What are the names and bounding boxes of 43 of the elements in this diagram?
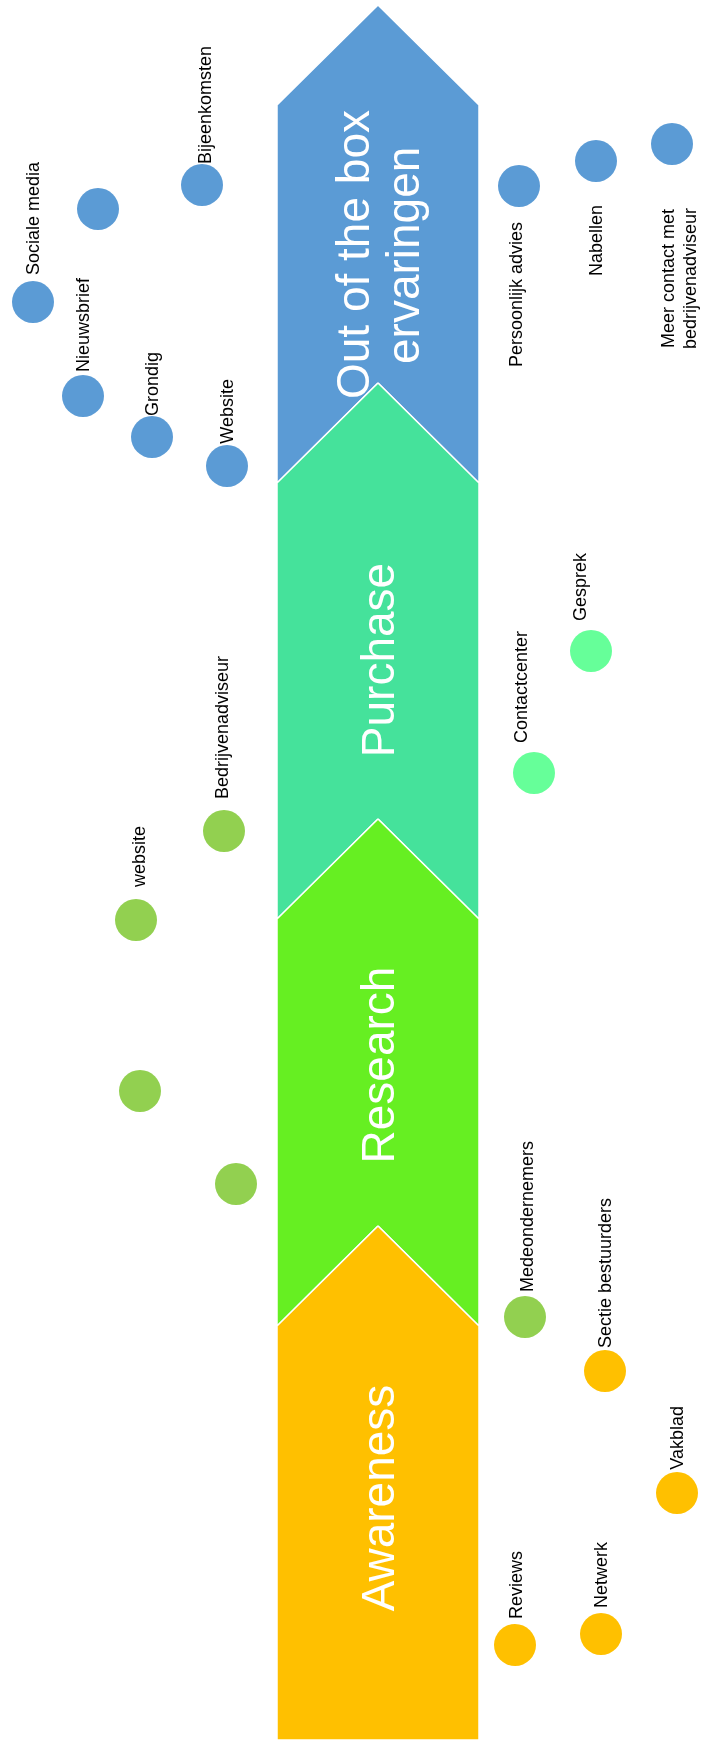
dot-marker [131,416,173,458]
dot-marker [62,375,104,417]
dot-marker [12,281,54,323]
dot-marker [651,123,693,165]
dot-label: Bijeenkomsten [194,45,216,164]
dot-marker [119,1070,161,1112]
dot-label: Nabellen [585,205,607,277]
dot-marker [504,1296,546,1338]
dot-marker [570,630,612,672]
stage-label: Purchase [353,562,403,758]
dot-marker [494,1624,536,1666]
stage-label: Research [353,966,403,1164]
dot-marker [580,1613,622,1655]
dot-marker [584,1350,626,1392]
dot-label: Website [216,379,238,444]
dot-marker [181,164,223,206]
dot-label: Gesprek [569,552,591,621]
dot-marker [575,140,617,182]
dot-label: Persoonlijk advies [505,222,527,368]
dot-marker [115,899,157,941]
dot-marker [206,445,248,487]
dot-marker [215,1163,257,1205]
dot-label: Sociale media [22,161,44,275]
dot-marker [498,165,540,207]
dot-label: Sectie bestuurders [594,1197,616,1348]
chevron-segment [277,819,479,1326]
dot-label: Reviews [505,1550,527,1619]
dot-label: Vakblad [666,1406,688,1470]
stage-label: Out of the box ervaringen [328,109,428,402]
dot-label: Nieuwsbrief [72,277,94,372]
dot-marker [513,752,555,794]
stage-label: Awareness [353,1384,403,1612]
dot-label: Bedrijvenadviseur [211,655,233,799]
dot-label: Grondig [141,351,163,416]
dot-label: Netwerk [590,1542,612,1608]
dot-marker [77,188,119,230]
dot-label: Medeondernemers [516,1140,538,1292]
dot-label: website [128,825,150,887]
dot-label: Meer contact met bedrijvenadviseur [657,206,701,351]
dot-marker [203,810,245,852]
dot-marker [656,1472,698,1514]
dot-label: Contactcenter [510,630,532,743]
chevron-segment [277,5,479,483]
